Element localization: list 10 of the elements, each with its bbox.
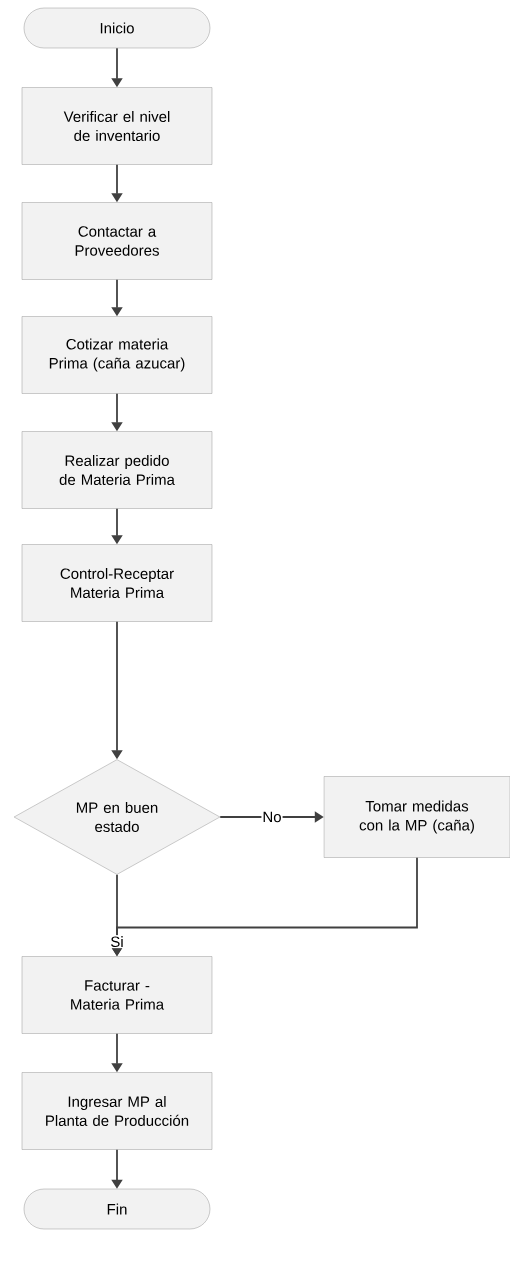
process-box: Realizar pedido de Materia Prima xyxy=(21,431,213,509)
edge-label: Si xyxy=(109,935,125,949)
process-box: Cotizar materia Prima (caña azucar) xyxy=(21,316,213,394)
process-box: Ingresar MP al Planta de Producción xyxy=(21,1072,213,1150)
process-box: Facturar - Materia Prima xyxy=(21,956,213,1034)
process-box: Control-Receptar Materia Prima xyxy=(21,544,213,622)
edge-label: No xyxy=(261,810,283,824)
process-box: Contactar a Proveedores xyxy=(21,202,213,280)
process-box: Verificar el nivel de inventario xyxy=(21,87,213,165)
process-box: Tomar medidas con la MP (caña) xyxy=(323,776,510,858)
